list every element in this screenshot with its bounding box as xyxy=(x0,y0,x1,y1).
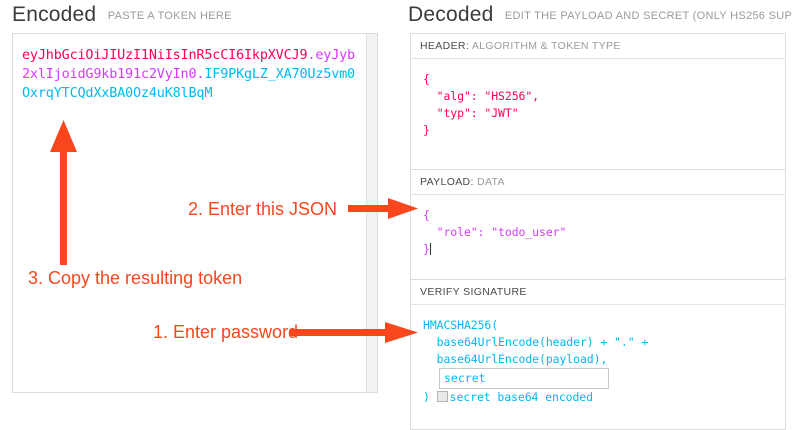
text-caret xyxy=(429,243,431,255)
hmac-line-3: base64UrlEncode(payload), xyxy=(423,352,608,366)
closing-paren: ) xyxy=(423,390,430,404)
hmac-line-1: HMACSHA256( xyxy=(423,318,499,332)
signature-block-label: VERIFY SIGNATURE xyxy=(411,280,785,305)
token-separator-1: . xyxy=(307,47,316,63)
decoded-title: Decoded xyxy=(408,3,494,26)
payload-block-label: PAYLOAD: DATA xyxy=(411,170,785,195)
arrow-step-3-icon xyxy=(50,120,77,265)
arrow-step-1-icon xyxy=(290,322,418,343)
signature-editor: HMACSHA256( base64UrlEncode(header) + ".… xyxy=(411,305,785,429)
annotation-step-2: 2. Enter this JSON xyxy=(188,199,338,219)
base64-encoded-checkbox[interactable] xyxy=(436,391,448,402)
payload-label-bold: PAYLOAD: xyxy=(420,176,474,188)
token-signature-segment: IF9PKgLZ_XA70Uz5vm0OxrqYTCQdXxBA0Oz4uK8l… xyxy=(22,66,355,101)
header-label-bold: HEADER: xyxy=(420,40,470,52)
encoded-token-panel[interactable]: eyJhbGciOiJIUzI1NiIsInR5cCI6IkpXVCJ9.eyJ… xyxy=(12,33,378,393)
header-json-editor[interactable]: { "alg": "HS256", "typ": "JWT" } xyxy=(423,72,540,137)
secret-input[interactable] xyxy=(439,368,609,389)
arrow-step-2-icon xyxy=(348,198,418,219)
encoded-panel-scrollbar[interactable] xyxy=(366,34,377,392)
payload-block: PAYLOAD: DATA { "role": "todo_user" } xyxy=(410,169,786,280)
signature-block: VERIFY SIGNATURE HMACSHA256( base64UrlEn… xyxy=(410,279,786,430)
token-header-segment: eyJhbGciOiJIUzI1NiIsInR5cCI6IkpXVCJ9 xyxy=(22,47,308,63)
encoded-column-heading: Encoded PASTE A TOKEN HERE xyxy=(12,3,232,27)
annotation-step-3: 3. Copy the resulting token xyxy=(28,268,243,288)
hmac-line-2: base64UrlEncode(header) + "." + xyxy=(423,335,649,349)
payload-json-text: { "role": "todo_user" } xyxy=(423,208,567,256)
token-payload-segment: eyJyb2xlIjoidG9kb191c2VyIn0 xyxy=(22,47,355,82)
base64-checkbox-label[interactable]: secret base64 encoded xyxy=(449,390,593,404)
header-block-label: HEADER: ALGORITHM & TOKEN TYPE xyxy=(411,34,785,59)
header-block: HEADER: ALGORITHM & TOKEN TYPE { "alg": … xyxy=(410,33,786,170)
signature-label-bold: VERIFY SIGNATURE xyxy=(420,286,527,298)
encoded-token-text[interactable]: eyJhbGciOiJIUzI1NiIsInR5cCI6IkpXVCJ9.eyJ… xyxy=(22,46,357,103)
header-label-rest: ALGORITHM & TOKEN TYPE xyxy=(469,40,621,52)
decoded-subtitle: EDIT THE PAYLOAD AND SECRET (ONLY HS256 … xyxy=(504,10,793,22)
token-separator-2: . xyxy=(196,66,205,82)
decoded-panel: HEADER: ALGORITHM & TOKEN TYPE { "alg": … xyxy=(410,33,786,430)
encoded-title: Encoded xyxy=(12,3,97,26)
payload-json-editor[interactable]: { "role": "todo_user" } xyxy=(411,195,785,279)
encoded-subtitle: PASTE A TOKEN HERE xyxy=(107,10,232,22)
payload-label-rest: DATA xyxy=(473,176,505,188)
annotation-step-1: 1. Enter password xyxy=(153,322,299,342)
decoded-column-heading: Decoded EDIT THE PAYLOAD AND SECRET (ONL… xyxy=(408,3,793,27)
